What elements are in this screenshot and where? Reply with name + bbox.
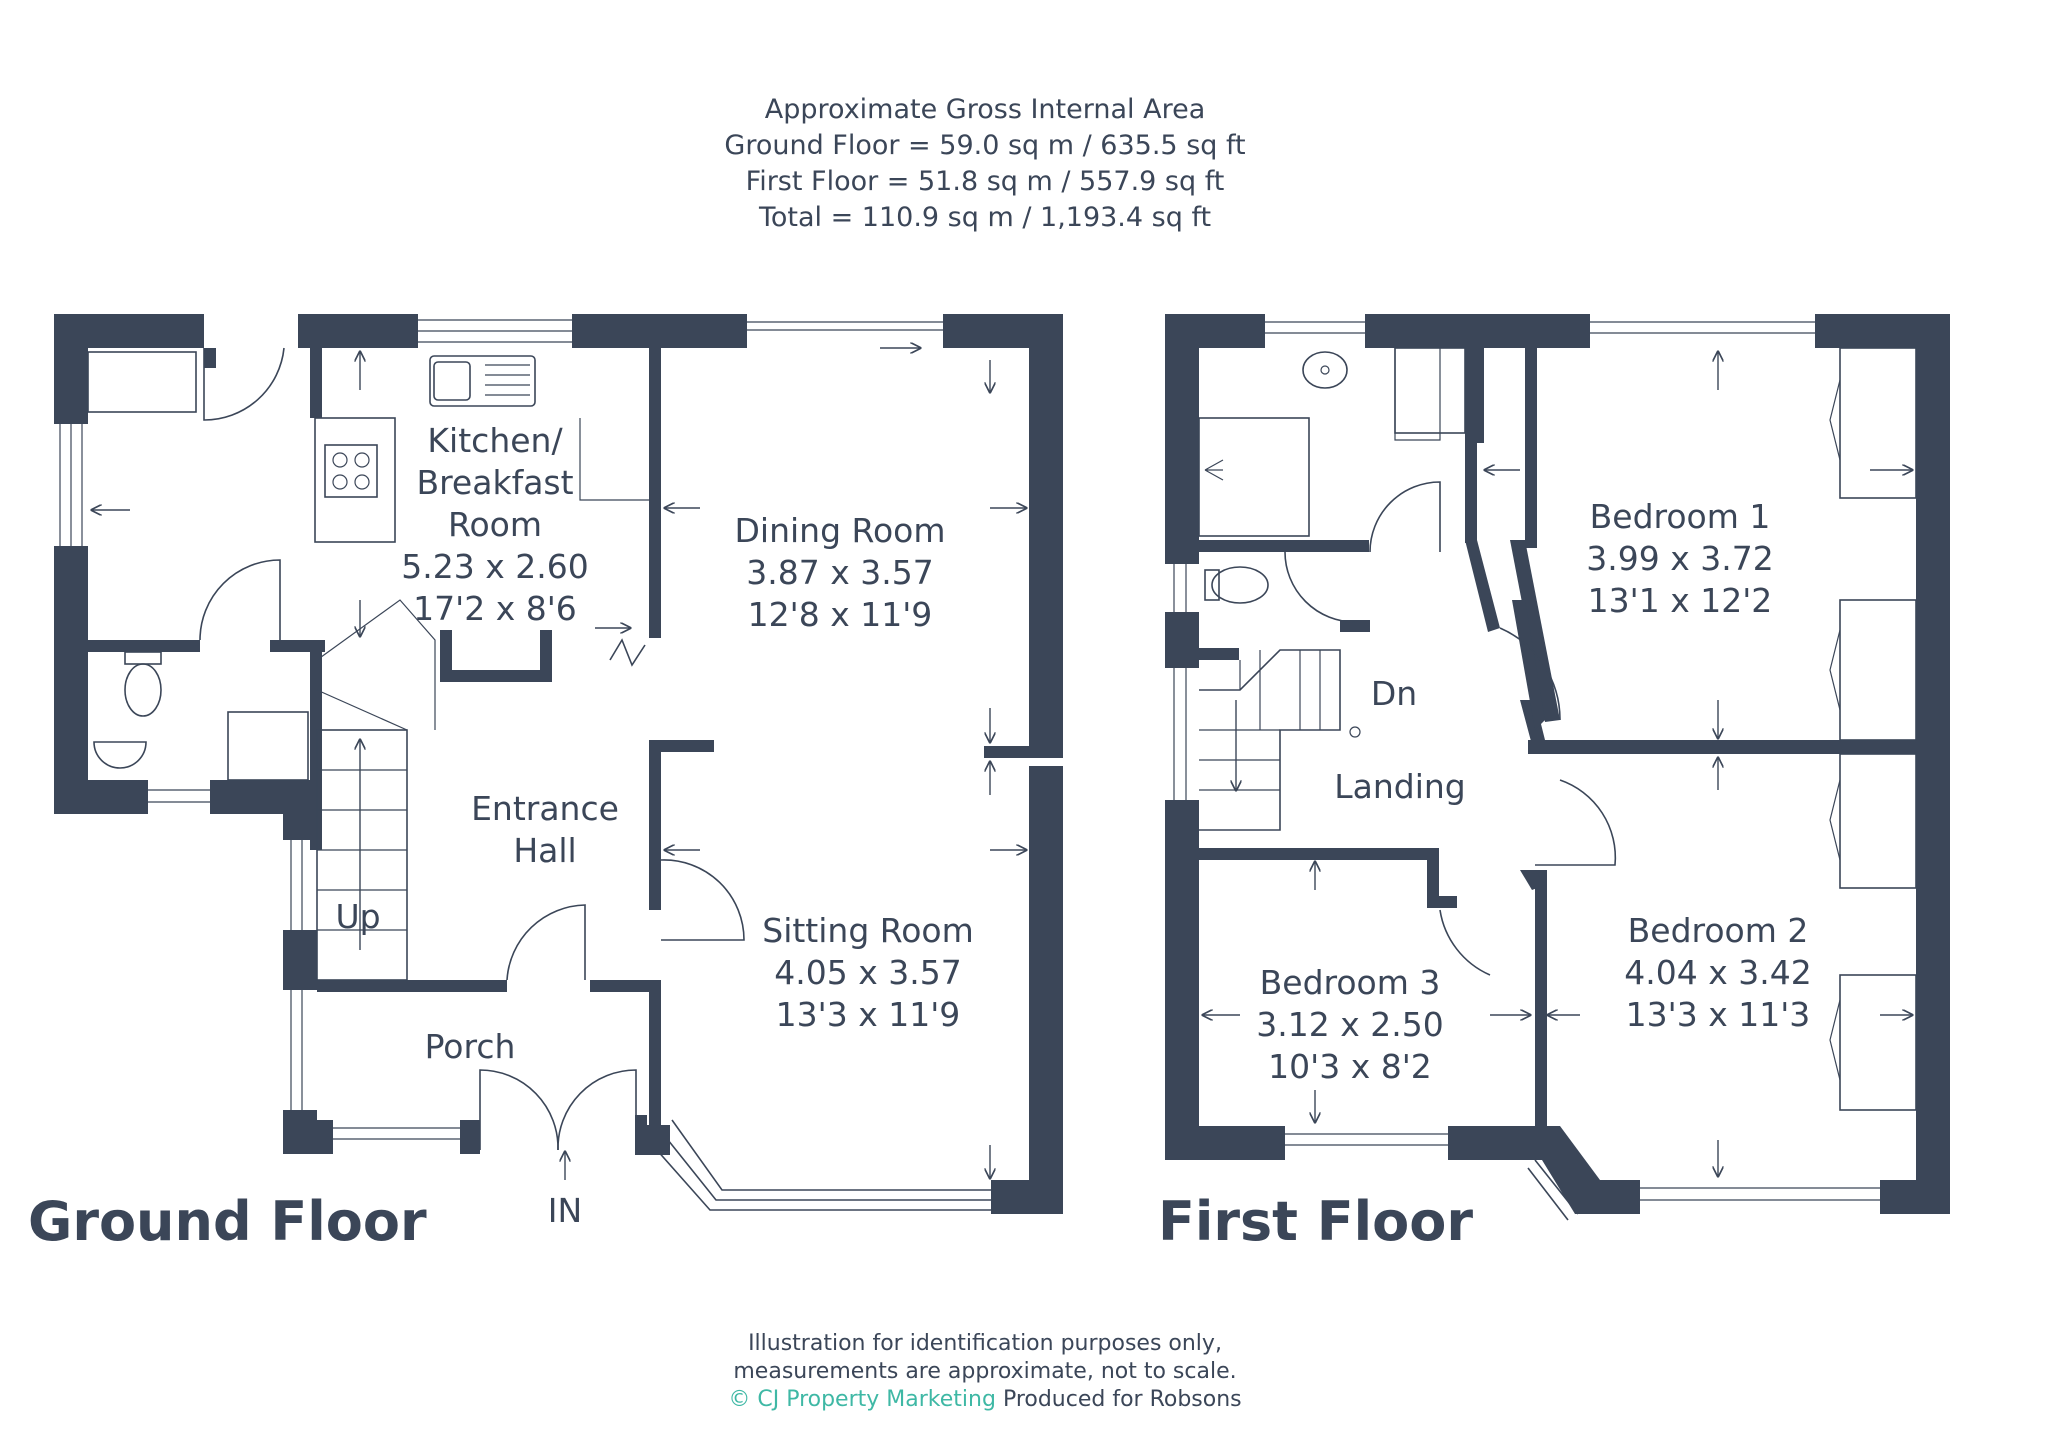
first-floor-title: First Floor (1158, 1190, 1473, 1253)
stairs-up-label: Up (335, 897, 380, 936)
hall-label-2: Hall (513, 831, 576, 870)
disclaimer-line-1: Illustration for identification purposes… (748, 1331, 1222, 1356)
sitting-label: Sitting Room (762, 911, 974, 950)
dining-label: Dining Room (735, 511, 946, 550)
entrance-label: IN (548, 1191, 582, 1230)
disclaimer: Illustration for identification purposes… (0, 1330, 1970, 1414)
bedroom2-metric: 4.04 x 3.42 (1624, 953, 1811, 992)
sitting-imperial: 13'3 x 11'9 (776, 995, 961, 1034)
bedroom2-imperial: 13'3 x 11'3 (1626, 995, 1811, 1034)
kitchen-label-2: Breakfast (416, 463, 573, 502)
hall-label-1: Entrance (471, 789, 619, 828)
sitting-metric: 4.05 x 3.57 (774, 953, 961, 992)
porch-label: Porch (425, 1027, 516, 1066)
kitchen-metric: 5.23 x 2.60 (401, 547, 588, 586)
area-summary: Approximate Gross Internal Area Ground F… (0, 92, 1970, 236)
total-area: Total = 110.9 sq m / 1,193.4 sq ft (758, 202, 1212, 233)
stairs-down-label: Dn (1371, 674, 1417, 713)
bedroom1-imperial: 13'1 x 12'2 (1588, 581, 1773, 620)
bedroom2-label: Bedroom 2 (1628, 911, 1809, 950)
bedroom1-label: Bedroom 1 (1590, 497, 1771, 536)
kitchen-label-1: Kitchen/ (427, 421, 563, 460)
bedroom3-metric: 3.12 x 2.50 (1256, 1005, 1443, 1044)
bedroom1-metric: 3.99 x 3.72 (1586, 539, 1773, 578)
bedroom3-imperial: 10'3 x 8'2 (1268, 1047, 1432, 1086)
ground-floor-title: Ground Floor (28, 1190, 427, 1253)
area-title: Approximate Gross Internal Area (764, 94, 1206, 125)
kitchen-label-3: Room (448, 505, 542, 544)
ground-floor-area: Ground Floor = 59.0 sq m / 635.5 sq ft (724, 130, 1246, 161)
kitchen-imperial: 17'2 x 8'6 (413, 589, 577, 628)
credits: © CJ Property Marketing Produced for Rob… (0, 1386, 1970, 1414)
ground-floor-plan: Kitchen/ Breakfast Room 5.23 x 2.60 17'2… (28, 314, 1063, 1253)
first-floor-area: First Floor = 51.8 sq m / 557.9 sq ft (745, 166, 1225, 197)
dining-metric: 3.87 x 3.57 (746, 553, 933, 592)
produced-for: Produced for Robsons (1002, 1387, 1242, 1412)
first-floor-plan: Bedroom 1 3.99 x 3.72 13'1 x 12'2 Bedroo… (1158, 314, 1950, 1253)
landing-label: Landing (1334, 767, 1466, 806)
brand-credit: © CJ Property Marketing (728, 1387, 996, 1412)
bedroom3-label: Bedroom 3 (1260, 963, 1441, 1002)
disclaimer-line-2: measurements are approximate, not to sca… (733, 1359, 1237, 1384)
dining-imperial: 12'8 x 11'9 (748, 595, 933, 634)
